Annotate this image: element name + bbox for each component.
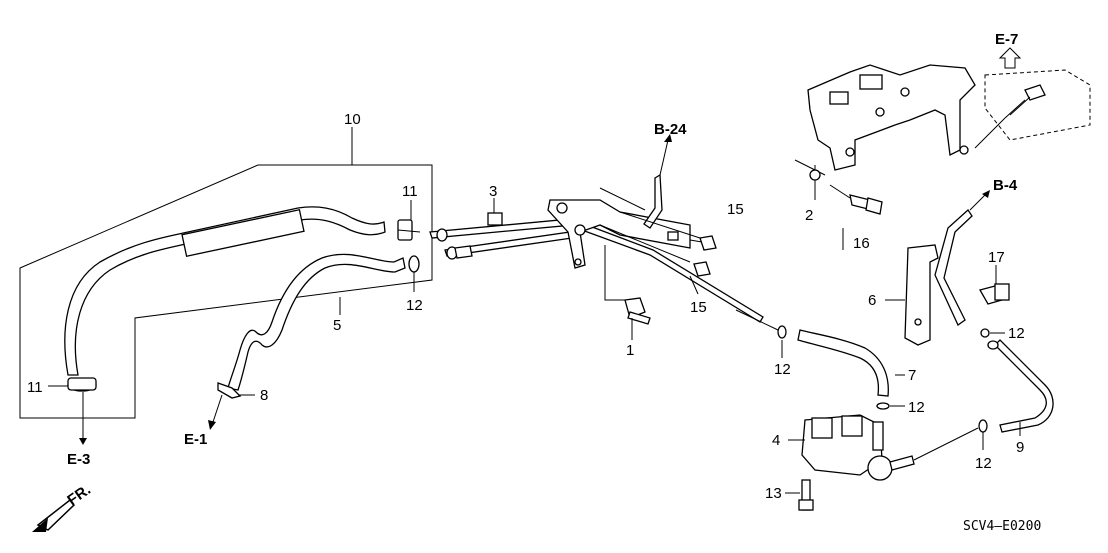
callout-4: 4 [772, 432, 780, 449]
clamp-11-lower [67, 377, 97, 392]
callout-10: 10 [344, 111, 361, 128]
clamp-8 [217, 382, 242, 399]
ref-e3: E-3 [67, 451, 90, 468]
callout-7: 7 [908, 367, 916, 384]
ref-e7: E-7 [995, 31, 1018, 48]
callout-11-lower: 11 [27, 379, 43, 396]
callout-15-lower: 15 [690, 299, 707, 316]
callout-5: 5 [333, 317, 341, 334]
front-arrow-icon [32, 498, 76, 532]
callout-9: 9 [1016, 439, 1024, 456]
callout-12-hose7: 12 [774, 361, 791, 378]
diagram-code: SCV4—E0200 [963, 519, 1041, 534]
hose-assembly-10 [64, 206, 386, 376]
ref-b24: B-24 [654, 121, 687, 138]
callout-11-upper: 11 [402, 183, 418, 200]
bracket-6 [904, 190, 990, 346]
bolt-15-upper [689, 235, 717, 251]
callout-12-hose9: 12 [975, 455, 992, 472]
bolt-16 [849, 194, 883, 215]
callout-3: 3 [489, 183, 497, 200]
part-10-group-outline [19, 127, 433, 419]
callout-17: 17 [988, 249, 1005, 266]
ref-e1: E-1 [184, 431, 207, 448]
callout-16: 16 [853, 235, 870, 252]
clamp-11-upper [397, 219, 421, 241]
clip-3 [487, 212, 503, 226]
hose-9 [978, 339, 1054, 433]
callout-2: 2 [805, 207, 813, 224]
clamp-12-hose5 [408, 255, 420, 273]
valve-4 [798, 414, 979, 511]
callout-15-upper: 15 [727, 201, 744, 218]
callout-13: 13 [765, 485, 782, 502]
callout-6: 6 [868, 292, 876, 309]
callout-1: 1 [626, 342, 634, 359]
callout-12-hose5: 12 [406, 297, 423, 314]
ref-b4: B-4 [993, 177, 1018, 194]
callout-8: 8 [260, 387, 268, 404]
hose-7 [777, 325, 890, 410]
bolt-15-lower [693, 261, 711, 277]
pipe-bracket [547, 134, 691, 269]
clip-1 [624, 297, 651, 325]
bracket-2 [807, 64, 976, 171]
metal-pipes [429, 215, 764, 323]
bolt-17 [979, 283, 1010, 305]
callout-12-right: 12 [1008, 325, 1025, 342]
e7-detail-box [974, 47, 1091, 149]
clamp-12-right [980, 328, 990, 338]
hose-5 [227, 253, 406, 391]
callout-12-valve: 12 [908, 399, 925, 416]
